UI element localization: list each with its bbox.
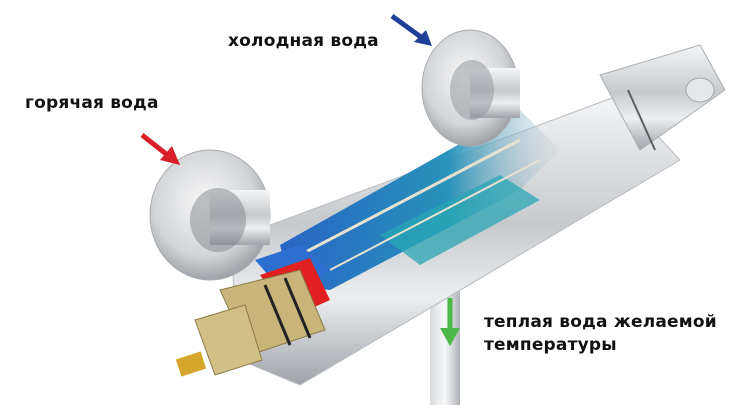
- water-inner: [380, 175, 540, 265]
- warm-water-label-line2: температуры: [484, 334, 617, 355]
- hot-inlet-knob: [149, 149, 271, 281]
- temperature-handle: [599, 44, 726, 151]
- mixer-body: [229, 94, 681, 386]
- warm-water-arrow: [440, 298, 460, 346]
- warm-water-label-line1: теплая вода желаемой: [484, 312, 717, 332]
- hot-water-arrow: [140, 133, 180, 165]
- cold-water-arrow: [390, 13, 432, 46]
- warm-water-label: теплая вода желаемой температуры: [484, 311, 717, 357]
- thermostatic-cartridge: [175, 245, 330, 377]
- hot-water-label: горячая вода: [25, 93, 159, 113]
- cold-water-label: холодная вода: [228, 31, 379, 51]
- cold-inlet-knob: [421, 29, 520, 147]
